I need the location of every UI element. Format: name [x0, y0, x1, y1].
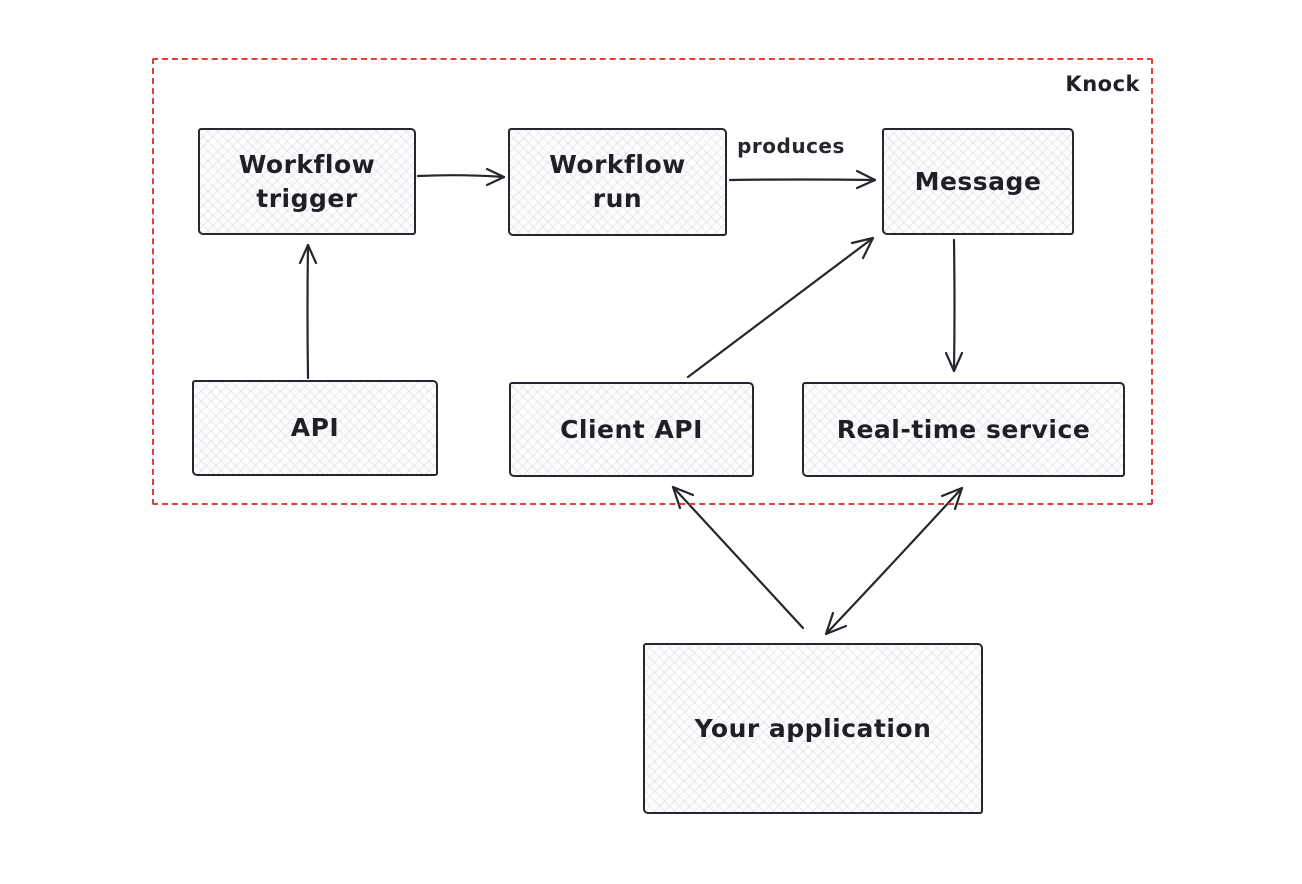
knock-group-boundary — [152, 58, 1153, 505]
node-workflow-run-label: Workflow run — [549, 150, 686, 213]
node-client-api-label: Client API — [560, 414, 703, 444]
node-real-time-service: Real-time service — [802, 382, 1125, 477]
node-real-time-service-label: Real-time service — [836, 414, 1091, 444]
node-message: Message — [882, 128, 1074, 235]
knock-group-label: Knock — [1065, 72, 1140, 96]
node-api: API — [192, 380, 438, 476]
node-your-application-label: Your application — [694, 713, 932, 743]
node-workflow-trigger: Workflow trigger — [198, 128, 416, 235]
node-workflow-run: Workflow run — [508, 128, 727, 236]
node-your-application: Your application — [643, 643, 983, 814]
edge-your-application-to-real-time-service — [824, 486, 964, 636]
edge-your-application-to-client-api — [671, 485, 805, 630]
edge-label-produces: produces — [737, 134, 845, 158]
node-message-label: Message — [914, 166, 1042, 196]
node-client-api: Client API — [509, 382, 754, 477]
node-workflow-trigger-label: Workflow trigger — [238, 149, 376, 213]
node-api-label: API — [290, 413, 340, 443]
